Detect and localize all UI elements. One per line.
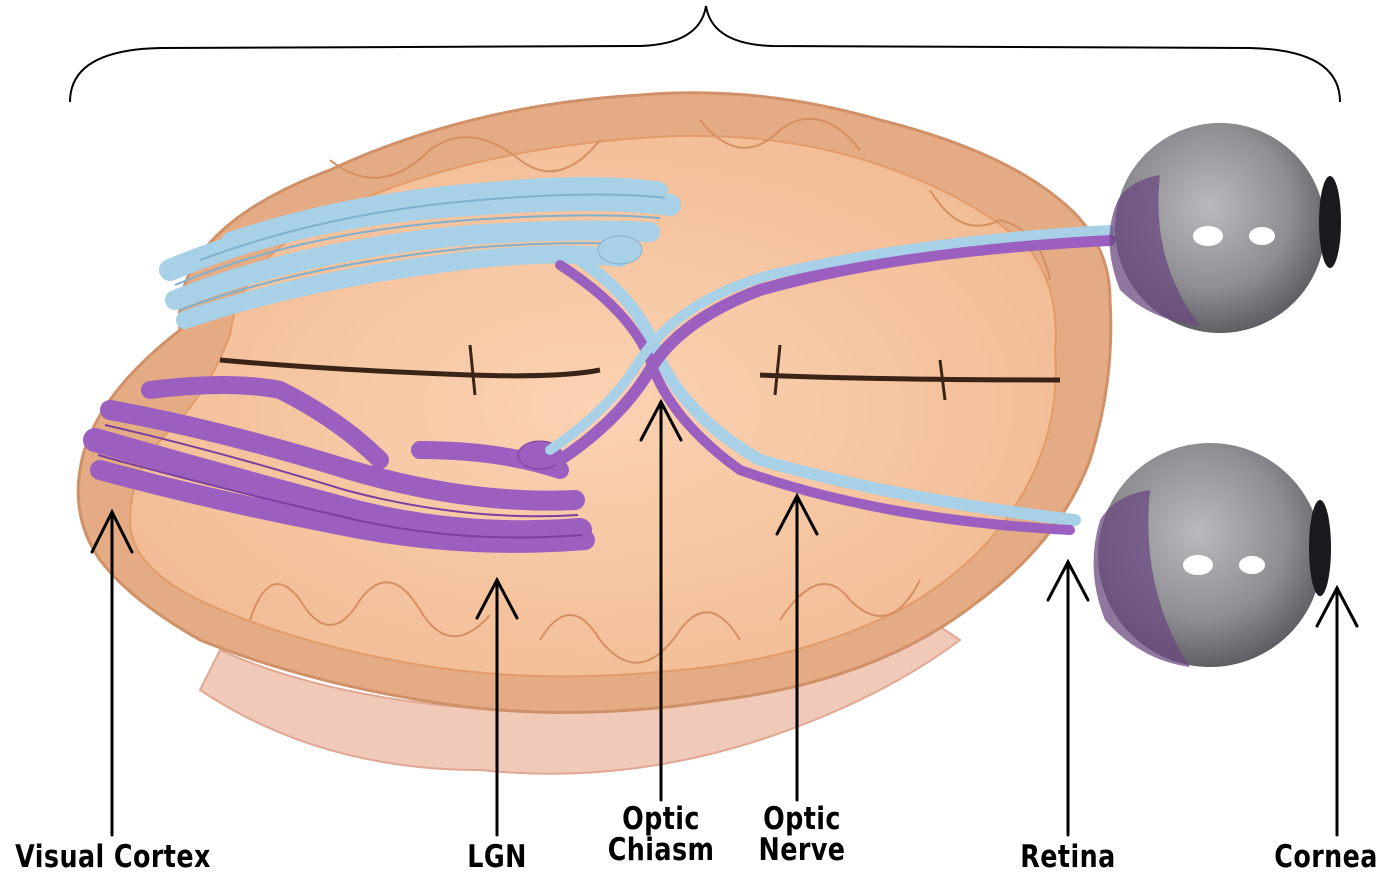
top-bracket [70, 6, 1340, 102]
cornea-pointer [1317, 588, 1357, 835]
lgn-left [598, 236, 642, 264]
retina-pointer [1048, 562, 1088, 835]
lower-eyeball [1094, 443, 1331, 667]
label-cornea: Cornea [1274, 842, 1377, 873]
label-optic-nerve-line1: Optic [753, 804, 851, 835]
upper-eyeball [1109, 123, 1341, 333]
label-retina: Retina [1015, 842, 1122, 873]
label-optic-chiasm-line2: Chiasm [608, 835, 715, 866]
label-optic-nerve: Optic Nerve [753, 804, 851, 866]
label-optic-chiasm: Optic Chiasm [608, 804, 715, 866]
label-lgn: LGN [456, 842, 538, 873]
label-optic-chiasm-line1: Optic [608, 804, 715, 835]
label-visual-cortex: Visual Cortex [11, 842, 216, 873]
label-optic-nerve-line2: Nerve [753, 835, 851, 866]
